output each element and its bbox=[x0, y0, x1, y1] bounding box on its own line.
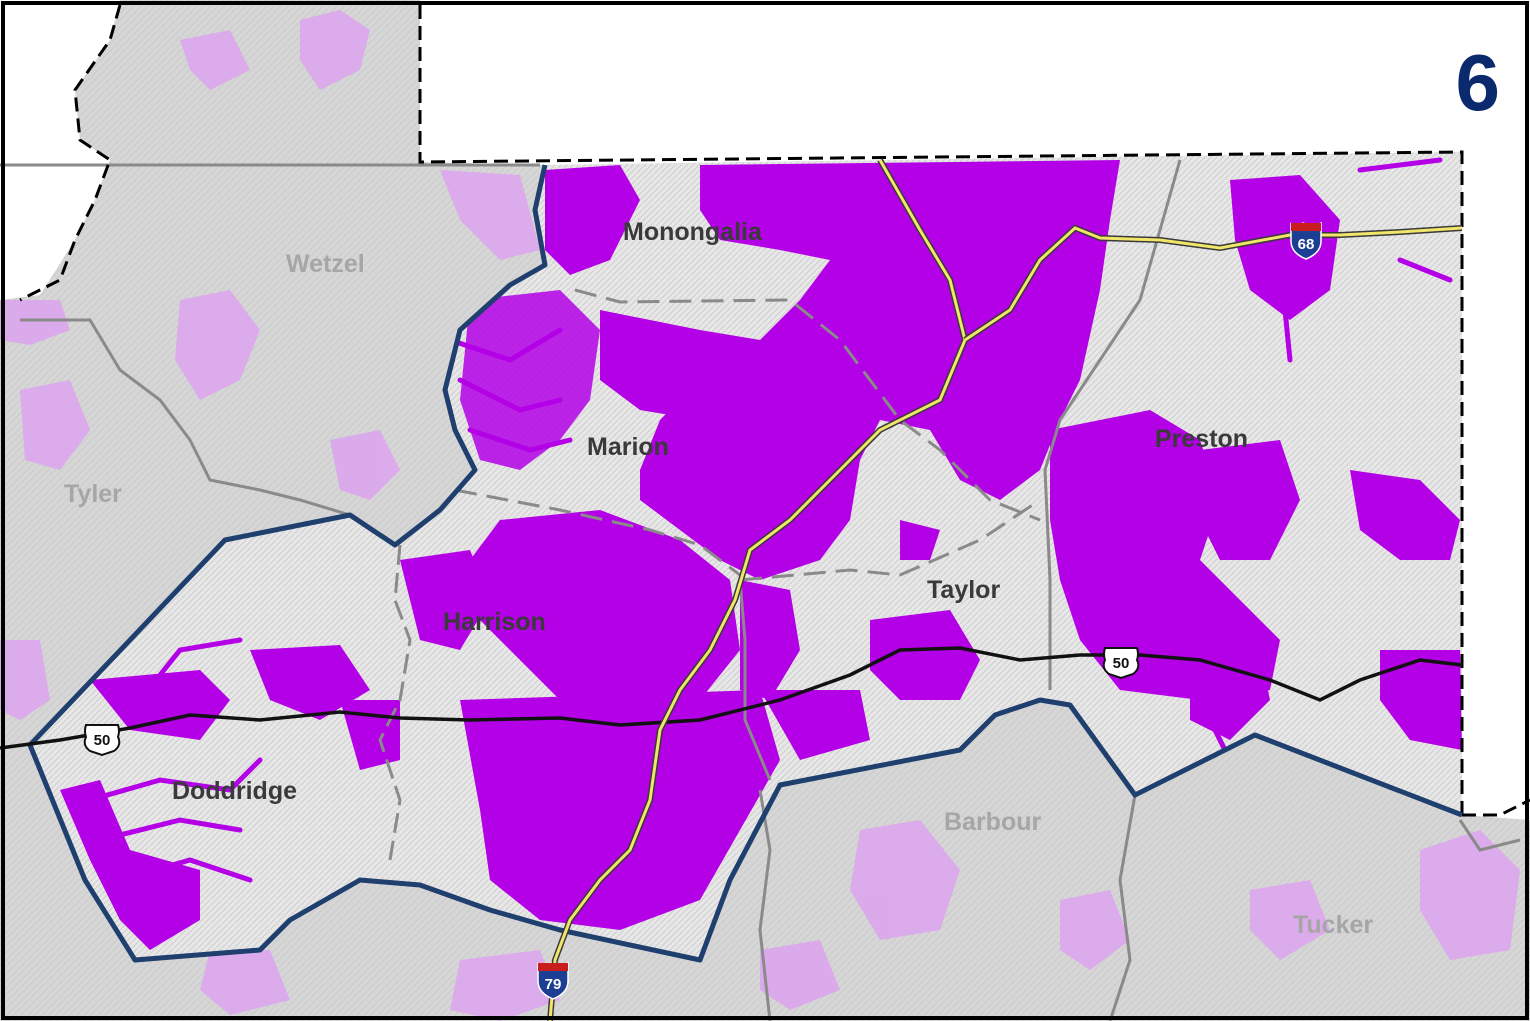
county-label-doddridge: Doddridge bbox=[172, 777, 297, 805]
us-50-shield-icon: 50 bbox=[83, 724, 121, 757]
region-6-boundary bbox=[27, 164, 1463, 963]
i-68-number: 68 bbox=[1298, 236, 1315, 253]
interstate-79-shield-icon: 79 bbox=[537, 961, 569, 1000]
county-label-marion: Marion bbox=[587, 433, 669, 461]
county-label-preston: Preston bbox=[1155, 425, 1248, 453]
county-label-tucker: Tucker bbox=[1293, 911, 1373, 939]
county-label-tyler: Tyler bbox=[64, 480, 122, 508]
us-50-number-east: 50 bbox=[1113, 655, 1130, 672]
i-79-number: 79 bbox=[545, 976, 562, 993]
coverage-outside bbox=[0, 10, 1520, 1021]
us-50-shield-icon: 50 bbox=[1102, 647, 1140, 680]
county-label-monongalia: Monongalia bbox=[623, 218, 763, 246]
out-of-state-area bbox=[0, 0, 120, 300]
county-label-wetzel: Wetzel bbox=[286, 250, 365, 278]
county-label-taylor: Taylor bbox=[927, 576, 1000, 604]
county-boundaries bbox=[0, 159, 1521, 1021]
county-label-barbour: Barbour bbox=[944, 808, 1042, 836]
out-of-state-area bbox=[420, 0, 1530, 820]
us-50-road bbox=[0, 646, 1463, 750]
state-boundary bbox=[19, 4, 1530, 817]
us-50-number-west: 50 bbox=[94, 732, 111, 749]
i-68-road-fill bbox=[964, 226, 1463, 342]
county-label-harrison: Harrison bbox=[443, 608, 546, 636]
interstate-68-shield-icon: 68 bbox=[1290, 221, 1322, 260]
region-number: 6 bbox=[1456, 38, 1501, 127]
coverage-inside bbox=[60, 160, 1462, 950]
